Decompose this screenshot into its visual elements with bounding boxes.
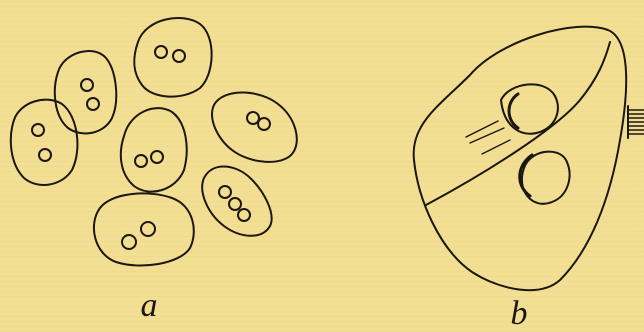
spore-a-top — [134, 18, 211, 97]
spore-b — [414, 27, 627, 290]
hatched-stub — [628, 106, 644, 138]
spore-a-bottom — [94, 193, 194, 265]
spore-group-a — [11, 18, 297, 266]
spore-a-upper-left — [55, 51, 116, 133]
spore-a-center — [121, 108, 187, 191]
spore-a-left — [11, 100, 78, 185]
spore-a-right — [212, 92, 297, 161]
label-b: b — [511, 295, 528, 332]
spore-a-lower-right — [202, 167, 271, 236]
label-a: a — [141, 287, 158, 324]
